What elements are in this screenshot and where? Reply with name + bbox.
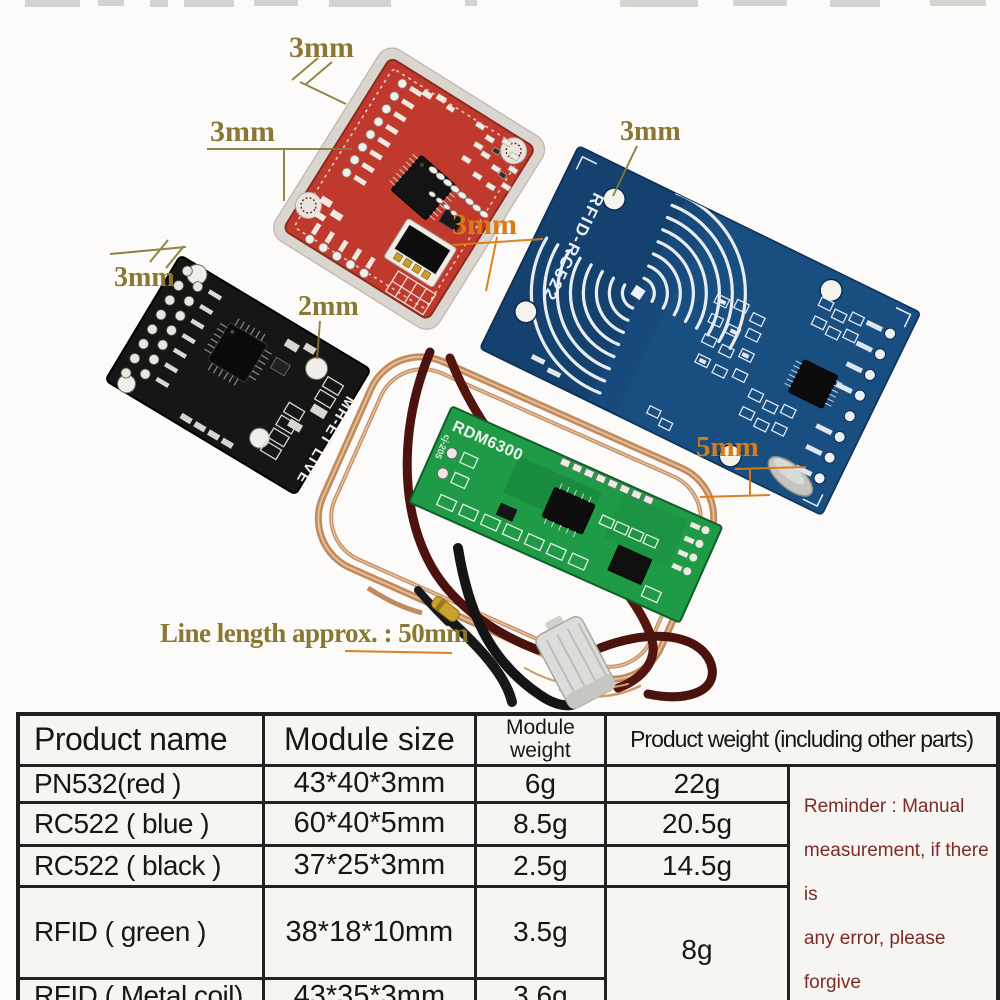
gold-connector-tip: [431, 596, 460, 622]
castellated-pads: [428, 166, 489, 219]
antenna-arcs: [529, 191, 747, 395]
wire-black: [447, 617, 517, 707]
cell-product-weight: 8g: [604, 884, 790, 1000]
cell-product-weight: 20.5g: [604, 800, 790, 847]
reminder-line: Reminder : Manual: [803, 795, 965, 817]
cell-product-name: RFID ( Metal coil): [16, 976, 265, 1000]
cell-product-name: PN532(red ): [16, 763, 265, 804]
pad-grid: [384, 270, 437, 316]
reminder-note: Reminder : Manual measurement, if there …: [786, 763, 1000, 1000]
cell-module-weight: 3.6g: [473, 976, 608, 1000]
line-length-note: Line length approx. : 50mm: [160, 618, 469, 648]
header-module-weight: Module weight: [473, 712, 608, 767]
top-edge-artifacts: [25, 0, 986, 7]
pin-pads-left: [341, 78, 423, 186]
smd-parts: [179, 338, 345, 461]
header-module-size: Module size: [262, 712, 477, 767]
wire-black: [453, 543, 583, 711]
dim-label-red-left: 3mm: [210, 115, 275, 148]
table-row: RFID ( Metal coil) 43*35*3mm 3.6g: [16, 976, 998, 1000]
reminder-line: any error, please forgive: [803, 927, 946, 993]
table-row: RC522 ( blue ) 60*40*5mm 8.5g 20.5g: [16, 800, 998, 847]
right-pads: [671, 521, 710, 576]
wire-maroon: [595, 631, 717, 702]
dim-label-black-pitch: 3mm: [114, 262, 175, 293]
cell-module-weight: 8.5g: [473, 800, 608, 847]
cell-module-weight: 3.5g: [473, 884, 608, 980]
cell-product-name: RFID ( green ): [16, 884, 265, 980]
table-row: RFID ( green ) 38*18*10mm 3.5g 8g: [16, 884, 998, 1000]
spec-table: Product name Module size Module weight P…: [16, 712, 1000, 1000]
product-photo: MH-ET LIVE: [25, 0, 986, 711]
crystal-oscillator: [767, 455, 814, 497]
cell-module-size: 43*40*3mm: [262, 763, 477, 804]
main-ic: [389, 153, 459, 221]
ant-pads: [436, 447, 458, 480]
cell-module-size: 60*40*5mm: [262, 800, 477, 847]
cell-product-weight: 14.5g: [604, 843, 790, 888]
dim-label-blue-hole: 3mm: [620, 116, 681, 147]
wire-maroon: [402, 347, 543, 655]
dip-switch: [384, 218, 457, 288]
smd-cluster: [460, 120, 520, 192]
main-ic: [204, 318, 272, 386]
cell-product-name: RC522 ( blue ): [16, 800, 265, 847]
board-rdm6300-green: RDM6300 cj-205: [409, 406, 723, 623]
dim-label-red-top: 3mm: [289, 31, 354, 64]
board-pn532-red: [273, 47, 546, 330]
pad-cluster-mid: [645, 293, 866, 438]
pin-pads: [120, 265, 204, 380]
misc-pads: [314, 89, 456, 222]
smd: [495, 502, 518, 522]
cell-product-name: RC522 ( black ): [16, 843, 265, 888]
pin-labels: [155, 289, 223, 388]
cell-module-size: 37*25*3mm: [262, 843, 477, 888]
corner-silkscreen: [575, 155, 912, 508]
ic: [542, 487, 596, 535]
main-ic: [784, 359, 843, 409]
cell-module-weight: 2.5g: [473, 843, 608, 888]
table-header-row: Product name Module size Module weight P…: [16, 712, 1000, 767]
header-product-weight: Product weight (including other parts): [604, 712, 1000, 767]
silkscreen-boxes: [435, 451, 663, 604]
board-rc522-blue: RFID-RC522: [480, 146, 921, 515]
header-product-name: Product name: [16, 712, 265, 767]
reminder-line: measurement, if there is: [803, 839, 989, 905]
cell-module-size: 38*18*10mm: [262, 884, 477, 980]
cell-module-size: 43*35*3mm: [262, 976, 477, 1000]
dim-label-black-hole: 2mm: [298, 291, 359, 322]
table-row: RC522 ( black ) 37*25*3mm 2.5g 14.5g: [16, 843, 998, 888]
white-connector: [535, 615, 616, 709]
ic: [607, 544, 653, 586]
dim-label-red-thickness: 3mm: [452, 208, 517, 241]
table-row: PN532(red ) 43*40*3mm 6g 22g Reminder : …: [16, 763, 1000, 1000]
pin-row: [559, 457, 655, 506]
pin-pads-bottom: [304, 222, 376, 279]
mounting-holes: [514, 187, 843, 468]
cell-module-weight: 6g: [473, 763, 608, 804]
cell-product-weight: 22g: [604, 763, 790, 804]
pin-pads-right: [795, 319, 897, 485]
dimension-annotations: 3mm 3mm 3mm 3mm 2mm 3mm 5mm Line length …: [109, 31, 807, 654]
dim-label-blue-thickness: 5mm: [696, 431, 759, 463]
